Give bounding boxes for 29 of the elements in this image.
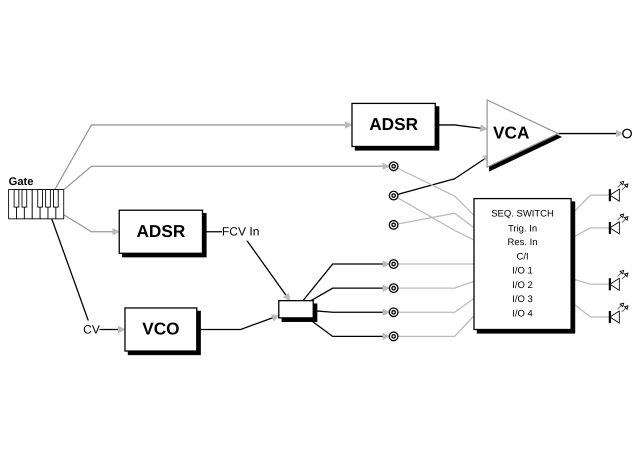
- arrow: [558, 130, 624, 138]
- connector: [397, 168, 474, 216]
- arrow: [49, 212, 126, 334]
- arrow: [313, 308, 390, 316]
- edge-label: CV: [83, 322, 100, 336]
- arrow: [435, 124, 488, 132]
- node-box: [278, 300, 314, 319]
- node-box: ADSR: [118, 210, 204, 254]
- node-box: SEQ. SWITCH Trig. In Res. In C/I I/O 1 I/O 2 I/O 3 I/O 4: [473, 198, 572, 330]
- port-label: Gate: [8, 176, 34, 188]
- connector: [570, 194, 610, 216]
- arrow: [310, 284, 390, 302]
- edge-label: FCV In: [222, 224, 260, 238]
- node-label: VCA: [493, 124, 530, 144]
- arrow: [307, 317, 390, 340]
- connector: [570, 278, 610, 285]
- connector: [398, 315, 474, 338]
- connector: [397, 197, 474, 241]
- connector: [398, 263, 474, 265]
- connector: [570, 301, 610, 318]
- node-box: VCO: [124, 307, 198, 352]
- node-circle: [622, 128, 632, 139]
- connector: [398, 212, 474, 228]
- connector: [398, 280, 474, 289]
- arrow: [302, 260, 390, 302]
- node-box: ADSR: [351, 102, 436, 148]
- connector: [398, 298, 474, 313]
- connector: [570, 227, 610, 239]
- arrow: [196, 314, 280, 330]
